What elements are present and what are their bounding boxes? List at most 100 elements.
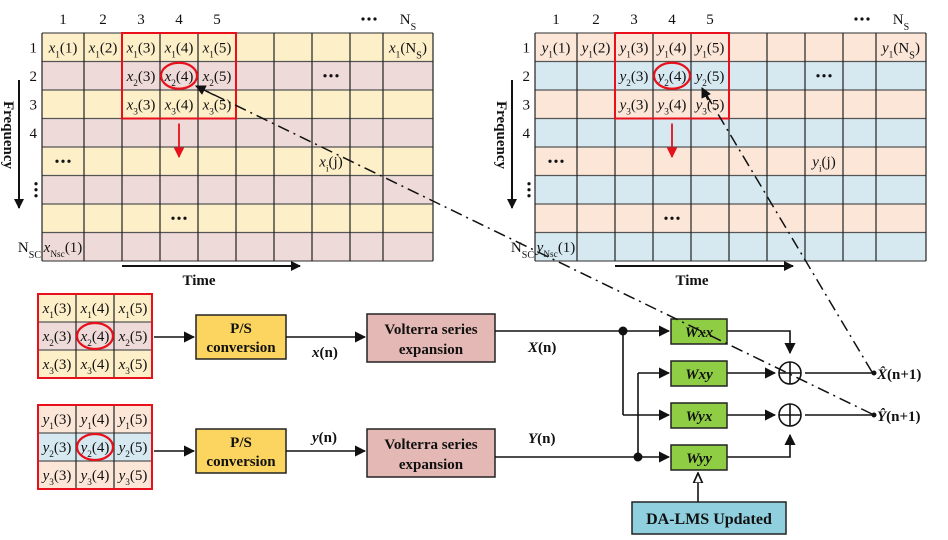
ps-y-label-2: conversion [206, 454, 276, 470]
wxx-label: Wxx [685, 325, 714, 341]
cell-value: x1(NS) [388, 40, 427, 61]
window-border [37, 293, 153, 379]
grid-row [535, 232, 926, 261]
column-header: 5 [213, 12, 221, 28]
output-yhat-label: Ŷ(n+1) [877, 408, 921, 425]
weight-wyy-block: Wyy [670, 444, 728, 471]
ellipsis-icon [548, 159, 564, 163]
volterra-y-label-1: Volterra series [384, 437, 477, 453]
ps-x-label-1: P/S [230, 321, 252, 337]
grid-row [42, 118, 433, 147]
window-row [38, 322, 152, 350]
output-dot-y [871, 412, 877, 418]
row-header: 2 [30, 69, 38, 85]
column-header: 2 [592, 12, 600, 28]
feedback-dashdot-lines [199, 87, 873, 415]
column-header: 3 [630, 12, 638, 28]
column-header: 1 [552, 12, 560, 28]
window-row [38, 294, 152, 322]
ps-conversion-x-block: P/S conversion [195, 314, 287, 360]
volterra-x-label-2: expansion [399, 342, 464, 358]
cell-value: y1(4) [656, 40, 687, 60]
grid-row [42, 90, 433, 119]
cell-value: x1(5) [118, 301, 148, 321]
cell-value: y1(5) [694, 40, 725, 60]
cell-value: xi(j) [318, 154, 342, 174]
ellipsis-icon [171, 216, 187, 220]
wyx-label: Wyx [686, 409, 713, 425]
dalms-label: DA-LMS Updated [646, 511, 772, 528]
cell-value: x1(4) [80, 301, 110, 321]
column-header-ns: NS [400, 12, 416, 33]
line-wyy-to-sum-y [727, 433, 796, 458]
ps-y-label-1: P/S [230, 435, 252, 451]
cell-value: x1(3) [42, 301, 72, 321]
row-header: 3 [523, 97, 531, 113]
window-row [38, 461, 152, 489]
target-symbol-highlight [652, 61, 692, 90]
line-wxx-to-sum-x [727, 330, 796, 355]
row-header-nsc: NSC [511, 240, 534, 261]
row-header: 1 [30, 40, 38, 56]
column-header: 4 [668, 12, 676, 28]
sliding-window-highlight [121, 32, 237, 120]
cell-value: x2(4) [80, 329, 110, 349]
cell-value: y2(4) [656, 69, 687, 89]
summer-y [778, 403, 802, 427]
signal-yn-label: y(n) [310, 430, 337, 446]
connectors [154, 325, 874, 502]
wxy-label: Wxy [685, 367, 713, 383]
cell-value: y3(3) [41, 468, 72, 488]
grid-row [42, 33, 433, 62]
cell-value: y2(3) [618, 69, 649, 89]
window-center-highlight [75, 432, 115, 462]
ellipsis-icon [323, 74, 339, 78]
cell-value: x2(3) [42, 329, 72, 349]
window-center-highlight [75, 321, 115, 351]
grid-row [42, 204, 433, 233]
cell-value: y3(5) [694, 97, 725, 117]
column-header-ns: NS [893, 12, 909, 33]
grid-row [535, 147, 926, 176]
column-header: 3 [137, 12, 145, 28]
signal-Xn-label: X(n) [527, 340, 556, 356]
column-header: 4 [175, 12, 183, 28]
frequency-axis-label: Frequency [0, 101, 16, 170]
wyy-label: Wyy [686, 451, 712, 467]
grid-row [535, 90, 926, 119]
ps-x-label-2: conversion [206, 340, 276, 356]
cell-value: y1(5) [117, 412, 148, 432]
frequency-axis-label: Frequency [493, 101, 509, 170]
window-border [37, 404, 153, 490]
cell-value: x1(4) [164, 40, 194, 60]
cell-value: x3(3) [126, 97, 156, 117]
cell-value: y1(2) [580, 40, 611, 60]
window-row [38, 350, 152, 378]
ps-conversion-y-block: P/S conversion [195, 428, 287, 474]
row-header: 4 [30, 126, 38, 142]
grid-row [535, 175, 926, 204]
cell-value: x2(5) [202, 69, 232, 89]
grid-row [42, 175, 433, 204]
weight-wxy-block: Wxy [670, 360, 728, 387]
grid-row [42, 147, 433, 176]
vertical-ellipsis-icon [34, 182, 38, 198]
dalms-block: DA-LMS Updated [631, 501, 787, 535]
summer-x [778, 361, 802, 385]
output-xhat-label: X̂(n+1) [876, 365, 921, 383]
volterra-x-block: Volterra series expansion [366, 313, 496, 363]
dashdot-xhat-to-y2-4 [705, 93, 873, 373]
cell-value: y3(5) [117, 468, 148, 488]
cell-value: x3(4) [80, 357, 110, 377]
column-header: 2 [99, 12, 107, 28]
cell-value: yi(j) [810, 154, 835, 174]
time-axis-label: Time [675, 273, 708, 289]
time-axis-label: Time [182, 273, 215, 289]
cell-value: y3(4) [79, 468, 110, 488]
target-symbol-highlight [159, 61, 199, 90]
dashdot-arrowhead-y [701, 87, 711, 101]
vertical-ellipsis-icon [527, 182, 531, 198]
y-window-3x3: y1(3)y1(4)y1(5)y2(3)y2(4)y2(5)y3(3)y3(4)… [37, 404, 153, 490]
